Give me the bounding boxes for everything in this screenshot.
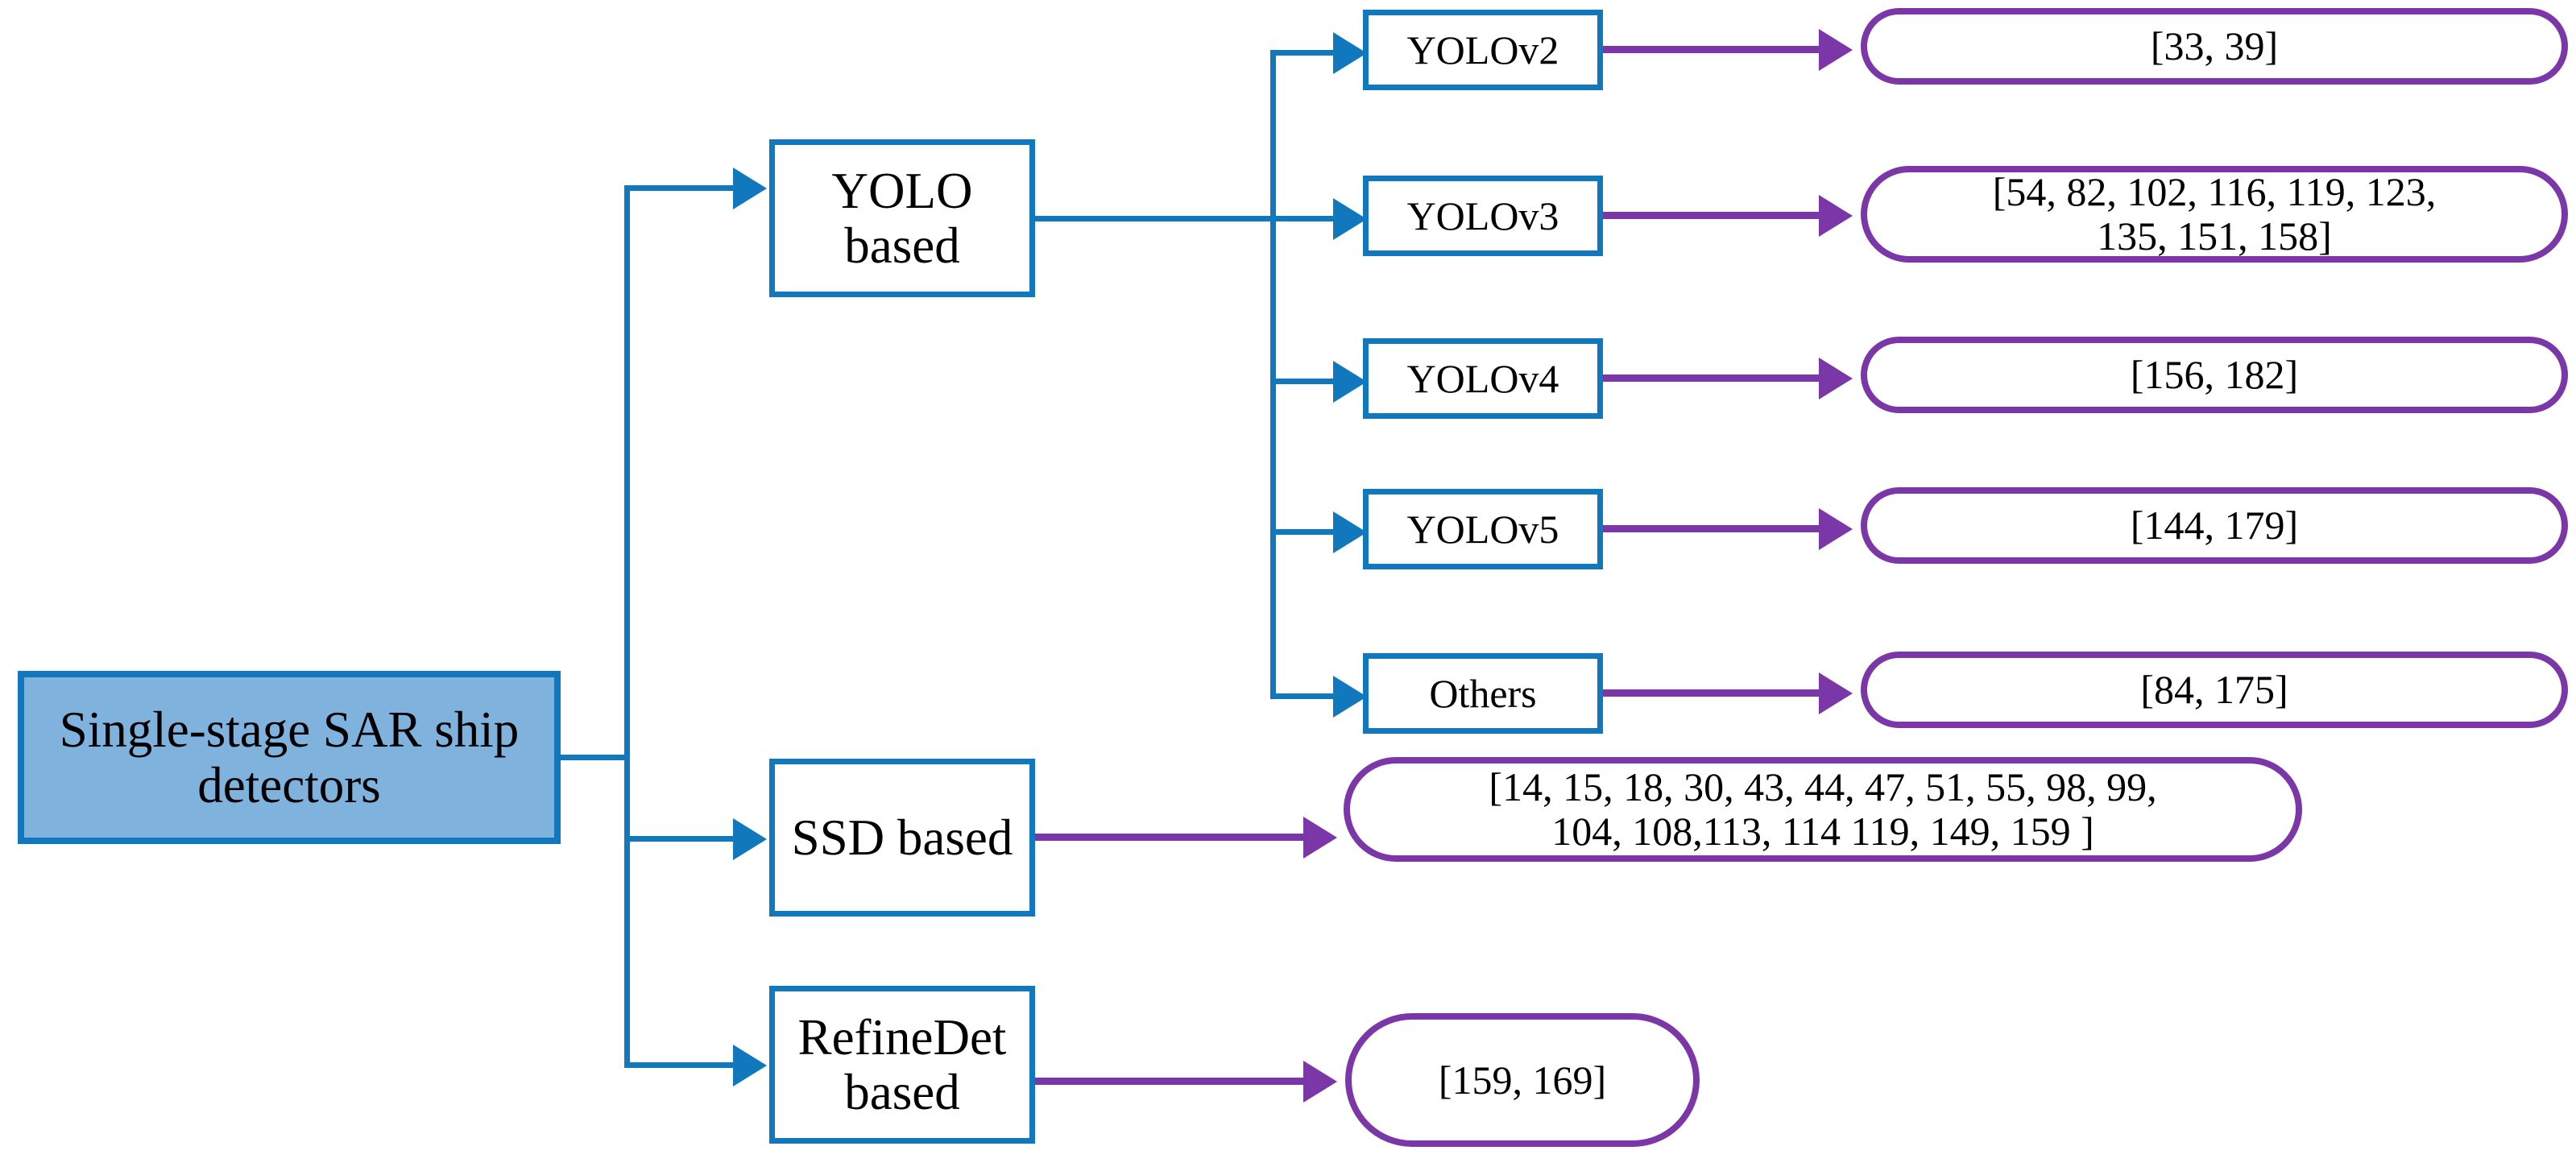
yolo-child-node-yolov5: YOLOv5 [1363,489,1603,569]
connector-root-to-ssd [624,836,735,842]
root-node-single-stage-sar-ship-detectors: Single-stage SAR ship detectors [18,671,561,844]
reference-pill-others: [84, 175] [1861,652,2568,728]
reference-pill-yolov4: [156, 182] [1861,337,2568,413]
root-node-label-line2: ship detectors [197,701,520,813]
connector-others-to-refs [1601,689,1823,697]
reference-pill-yolov4-line1: [156, 182] [2130,352,2299,397]
arrow-yolov3-to-refs [1819,195,1853,237]
arrow-yolov5-to-refs [1819,508,1853,550]
reference-pill-yolov3-line1: [54, 82, 102, 116, 119, 123, [1992,169,2437,214]
connector-ssd-to-refs [1033,834,1307,841]
connector-yolo-to-yolov2 [1270,50,1339,56]
branch-node-refinedet-based-label-line1: RefineDet [797,1008,1007,1066]
reference-pill-refinedet: [159, 169] [1345,1013,1700,1147]
arrow-yolo-to-yolov4 [1333,361,1367,403]
reference-pill-yolov2-label: [33, 39] [1867,24,2562,68]
root-node-label: Single-stage SAR ship detectors [24,702,554,812]
yolo-child-node-yolov3: YOLOv3 [1363,176,1603,256]
reference-pill-yolov2: [33, 39] [1861,8,2568,85]
arrow-root-to-ssd [733,818,767,860]
yolo-child-node-yolov4-label: YOLOv4 [1406,356,1559,401]
branch-node-ssd-based-label: SSD based [791,809,1013,866]
reference-pill-yolov4-label: [156, 182] [1867,353,2562,397]
arrow-yolov2-to-refs [1819,29,1853,71]
connector-yolo-trunk [1270,50,1276,699]
reference-pill-ssd-label: [14, 15, 18, 30, 43, 44, 47, 51, 55, 98,… [1350,765,2296,854]
connector-root-stub [558,755,630,760]
arrow-root-to-refinedet [733,1045,767,1086]
reference-pill-yolov5-line1: [144, 179] [2130,503,2299,548]
connector-refinedet-to-refs [1033,1078,1307,1085]
arrow-root-to-yolo [733,168,767,209]
reference-pill-ssd-line2: 104, 108,113, 114 119, 149, 159 ] [1551,809,2094,854]
branch-node-yolo-based-label: YOLO based [831,162,973,274]
arrow-yolov4-to-refs [1819,358,1853,399]
connector-root-to-yolo [624,185,735,191]
reference-pill-refinedet-label: [159, 169] [1352,1057,1693,1103]
connector-yolov3-to-refs [1601,212,1823,219]
branch-node-refinedet-based-label-line2: based [844,1064,960,1120]
reference-pill-yolov2-line1: [33, 39] [2150,23,2279,68]
reference-pill-yolov3: [54, 82, 102, 116, 119, 123, 135, 151, 1… [1861,166,2568,263]
reference-pill-ssd: [14, 15, 18, 30, 43, 44, 47, 51, 55, 98,… [1344,757,2302,862]
connector-yolov2-to-refs [1601,46,1823,53]
branch-node-refinedet-based-label: RefineDet based [775,1010,1029,1119]
arrow-yolo-to-others [1333,676,1367,718]
reference-pill-ssd-line1: [14, 15, 18, 30, 43, 44, 47, 51, 55, 98,… [1489,764,2157,809]
arrow-others-to-refs [1819,672,1853,714]
yolo-child-node-yolov5-label: YOLOv5 [1406,507,1559,552]
reference-pill-yolov3-line2: 135, 151, 158] [2097,213,2332,259]
reference-pill-yolov5-label: [144, 179] [1867,503,2562,548]
yolo-child-node-others-label: Others [1429,671,1537,716]
arrow-refinedet-to-refs [1303,1061,1337,1103]
yolo-child-node-yolov2: YOLOv2 [1363,10,1603,90]
yolo-child-node-yolov4: YOLOv4 [1363,338,1603,419]
connector-yolo-stub-to-trunk [1033,216,1275,221]
connector-root-to-refinedet [624,1062,735,1068]
root-node-label-line1: Single-stage SAR [59,701,422,759]
arrow-yolo-to-yolov3 [1333,198,1367,240]
reference-pill-yolov3-label: [54, 82, 102, 116, 119, 123, 135, 151, 1… [1867,170,2562,259]
arrow-ssd-to-refs [1303,817,1337,859]
connector-yolo-to-yolov5 [1270,529,1339,535]
connector-yolov5-to-refs [1601,525,1823,532]
yolo-child-node-yolov3-label: YOLOv3 [1406,193,1559,238]
reference-pill-yolov5: [144, 179] [1861,487,2568,564]
connector-yolo-to-others [1270,693,1339,699]
reference-pill-others-line1: [84, 175] [2140,667,2288,712]
reference-pill-refinedet-line1: [159, 169] [1438,1057,1607,1103]
arrow-yolo-to-yolov5 [1333,511,1367,553]
yolo-child-node-yolov2-label: YOLOv2 [1406,27,1559,72]
arrow-yolo-to-yolov2 [1333,32,1367,74]
connector-yolo-to-yolov4 [1270,379,1339,384]
branch-node-yolo-based: YOLO based [769,139,1035,297]
connector-yolo-to-yolov3 [1270,216,1339,221]
connector-root-trunk [624,185,630,1068]
branch-node-ssd-based: SSD based [769,759,1035,917]
yolo-child-node-others: Others [1363,653,1603,734]
reference-pill-others-label: [84, 175] [1867,668,2562,712]
branch-node-refinedet-based: RefineDet based [769,986,1035,1144]
connector-yolov4-to-refs [1601,375,1823,382]
